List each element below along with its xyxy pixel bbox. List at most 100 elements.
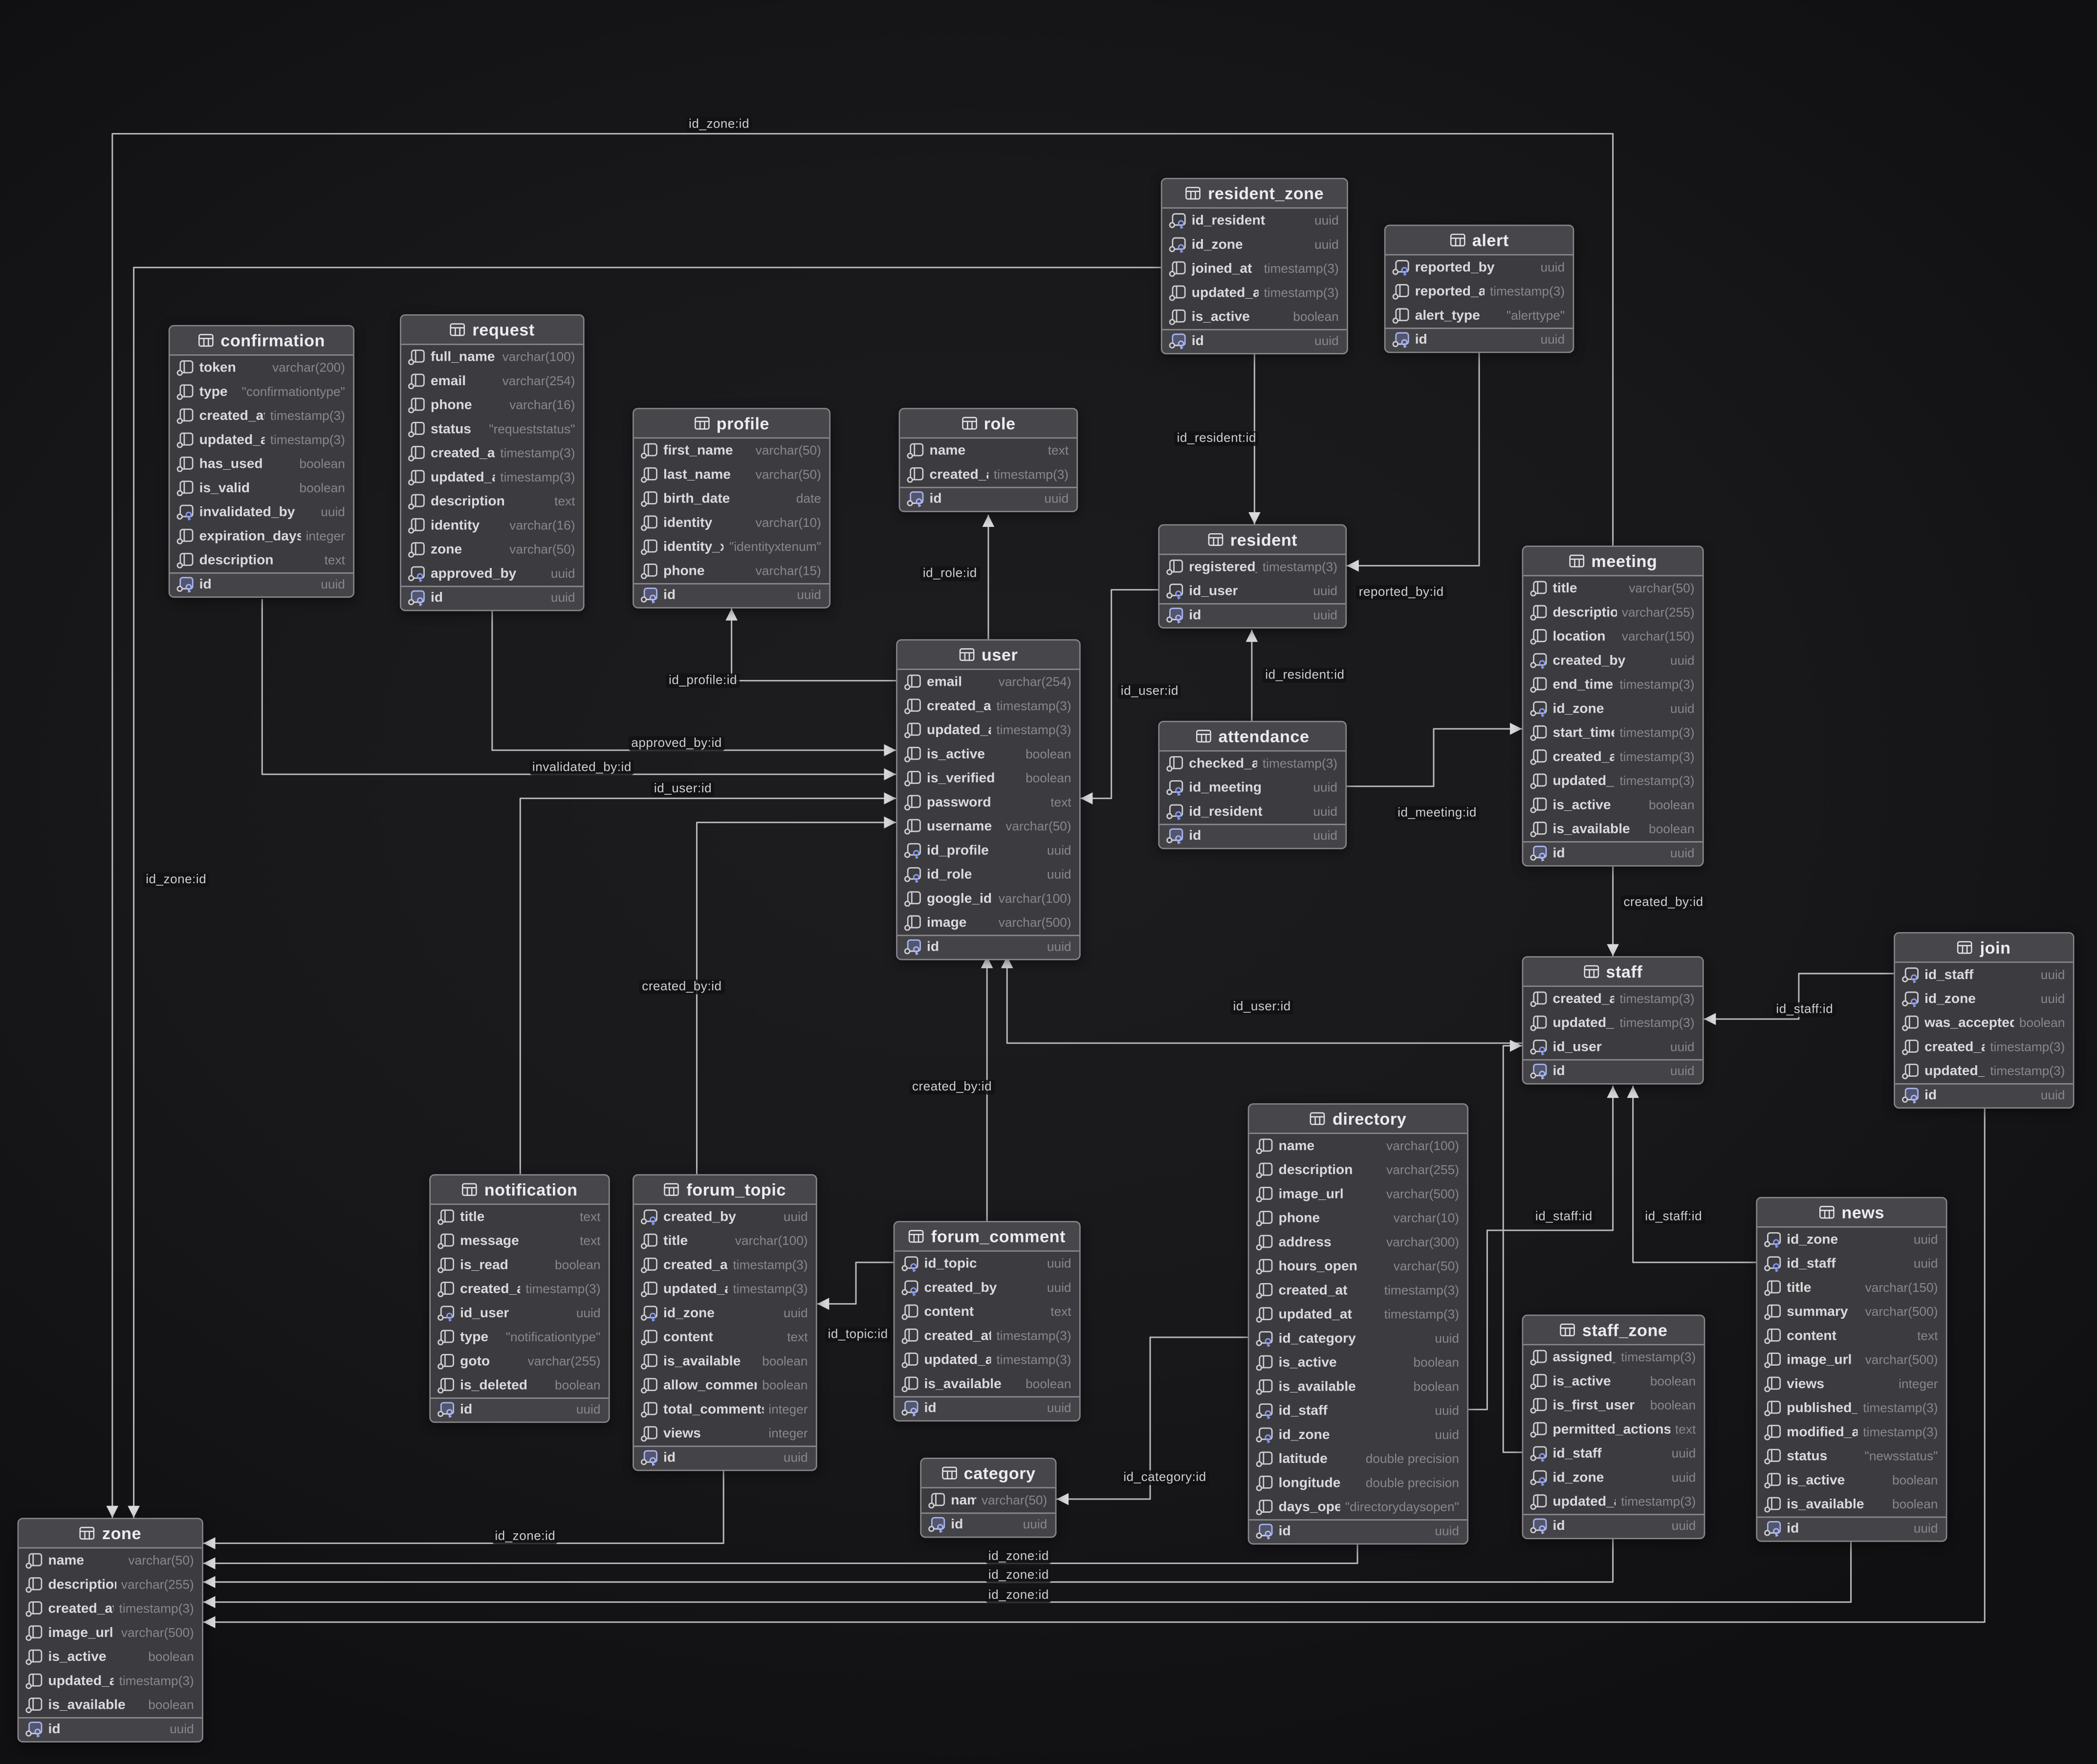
table-header-staff_zone[interactable]: staff_zone: [1523, 1316, 1704, 1346]
relationship-line-confirmation.invalidated_by-user.id[interactable]: [261, 599, 896, 775]
table-header-resident[interactable]: resident: [1159, 525, 1346, 555]
relationship-line-forum_topic.id_zone-zone.id[interactable]: [203, 1468, 724, 1544]
relationship-line-notification.id_user-user.id[interactable]: [519, 797, 896, 1175]
table-header-zone[interactable]: zone: [19, 1519, 202, 1549]
field-row-alert-alert_type[interactable]: alert_type"alerttype": [1385, 304, 1573, 327]
table-header-request[interactable]: request: [401, 315, 583, 345]
relationship-line-join.id_staff-staff.id[interactable]: [1704, 973, 1894, 1020]
relationship-line-directory.id_category-category.id[interactable]: [1056, 1336, 1248, 1500]
table-header-notification[interactable]: notification: [430, 1175, 609, 1205]
table-header-join[interactable]: join: [1895, 933, 2073, 963]
table-resident[interactable]: residentregistered_attimestamp(3)id_user…: [1158, 524, 1347, 629]
relationship-line-meeting.id_zone-zone.id[interactable]: [111, 133, 1614, 1518]
table-header-confirmation[interactable]: confirmation: [170, 326, 353, 356]
relationship-line-user.id_profile-profile.id[interactable]: [731, 608, 896, 682]
relationship-line-join.id_zone-zone.id[interactable]: [203, 1106, 1986, 1623]
table-header-profile[interactable]: profile: [633, 409, 830, 439]
table-header-alert[interactable]: alert: [1385, 226, 1573, 256]
table-header-directory[interactable]: directory: [1249, 1104, 1467, 1134]
relationship-line-attendance.id_meeting-meeting.id[interactable]: [1347, 728, 1522, 787]
table-header-news[interactable]: news: [1757, 1198, 1946, 1228]
field-row-directory-days_open[interactable]: days_open"directorydaysopen": [1249, 1495, 1467, 1519]
relationship-line-staff.id_user-user.id[interactable]: [1006, 956, 1522, 1044]
